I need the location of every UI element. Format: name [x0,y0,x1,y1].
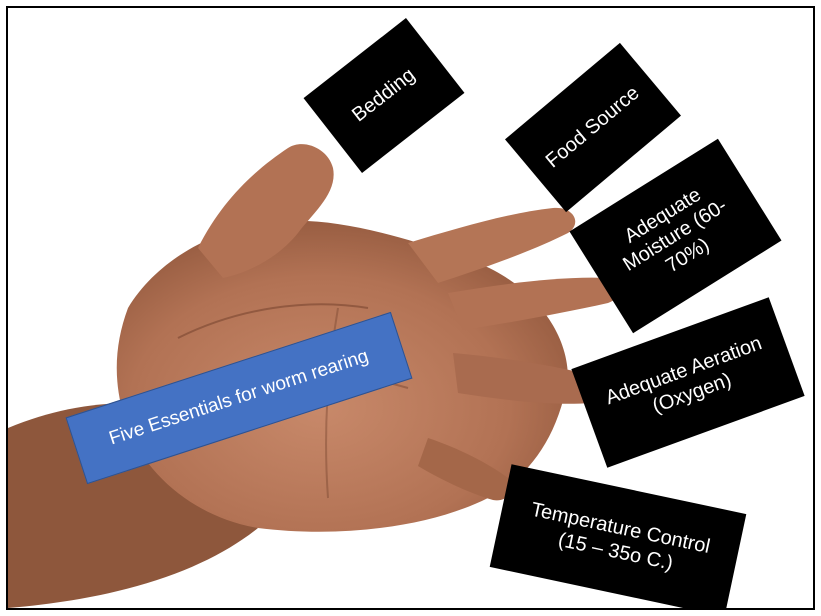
bedding-label: Bedding [348,64,420,128]
temperature-label: Temperature Control (15 – 35o C.) [521,498,715,583]
diagram-frame: Bedding Food Source Adequate Moisture (6… [6,6,815,610]
